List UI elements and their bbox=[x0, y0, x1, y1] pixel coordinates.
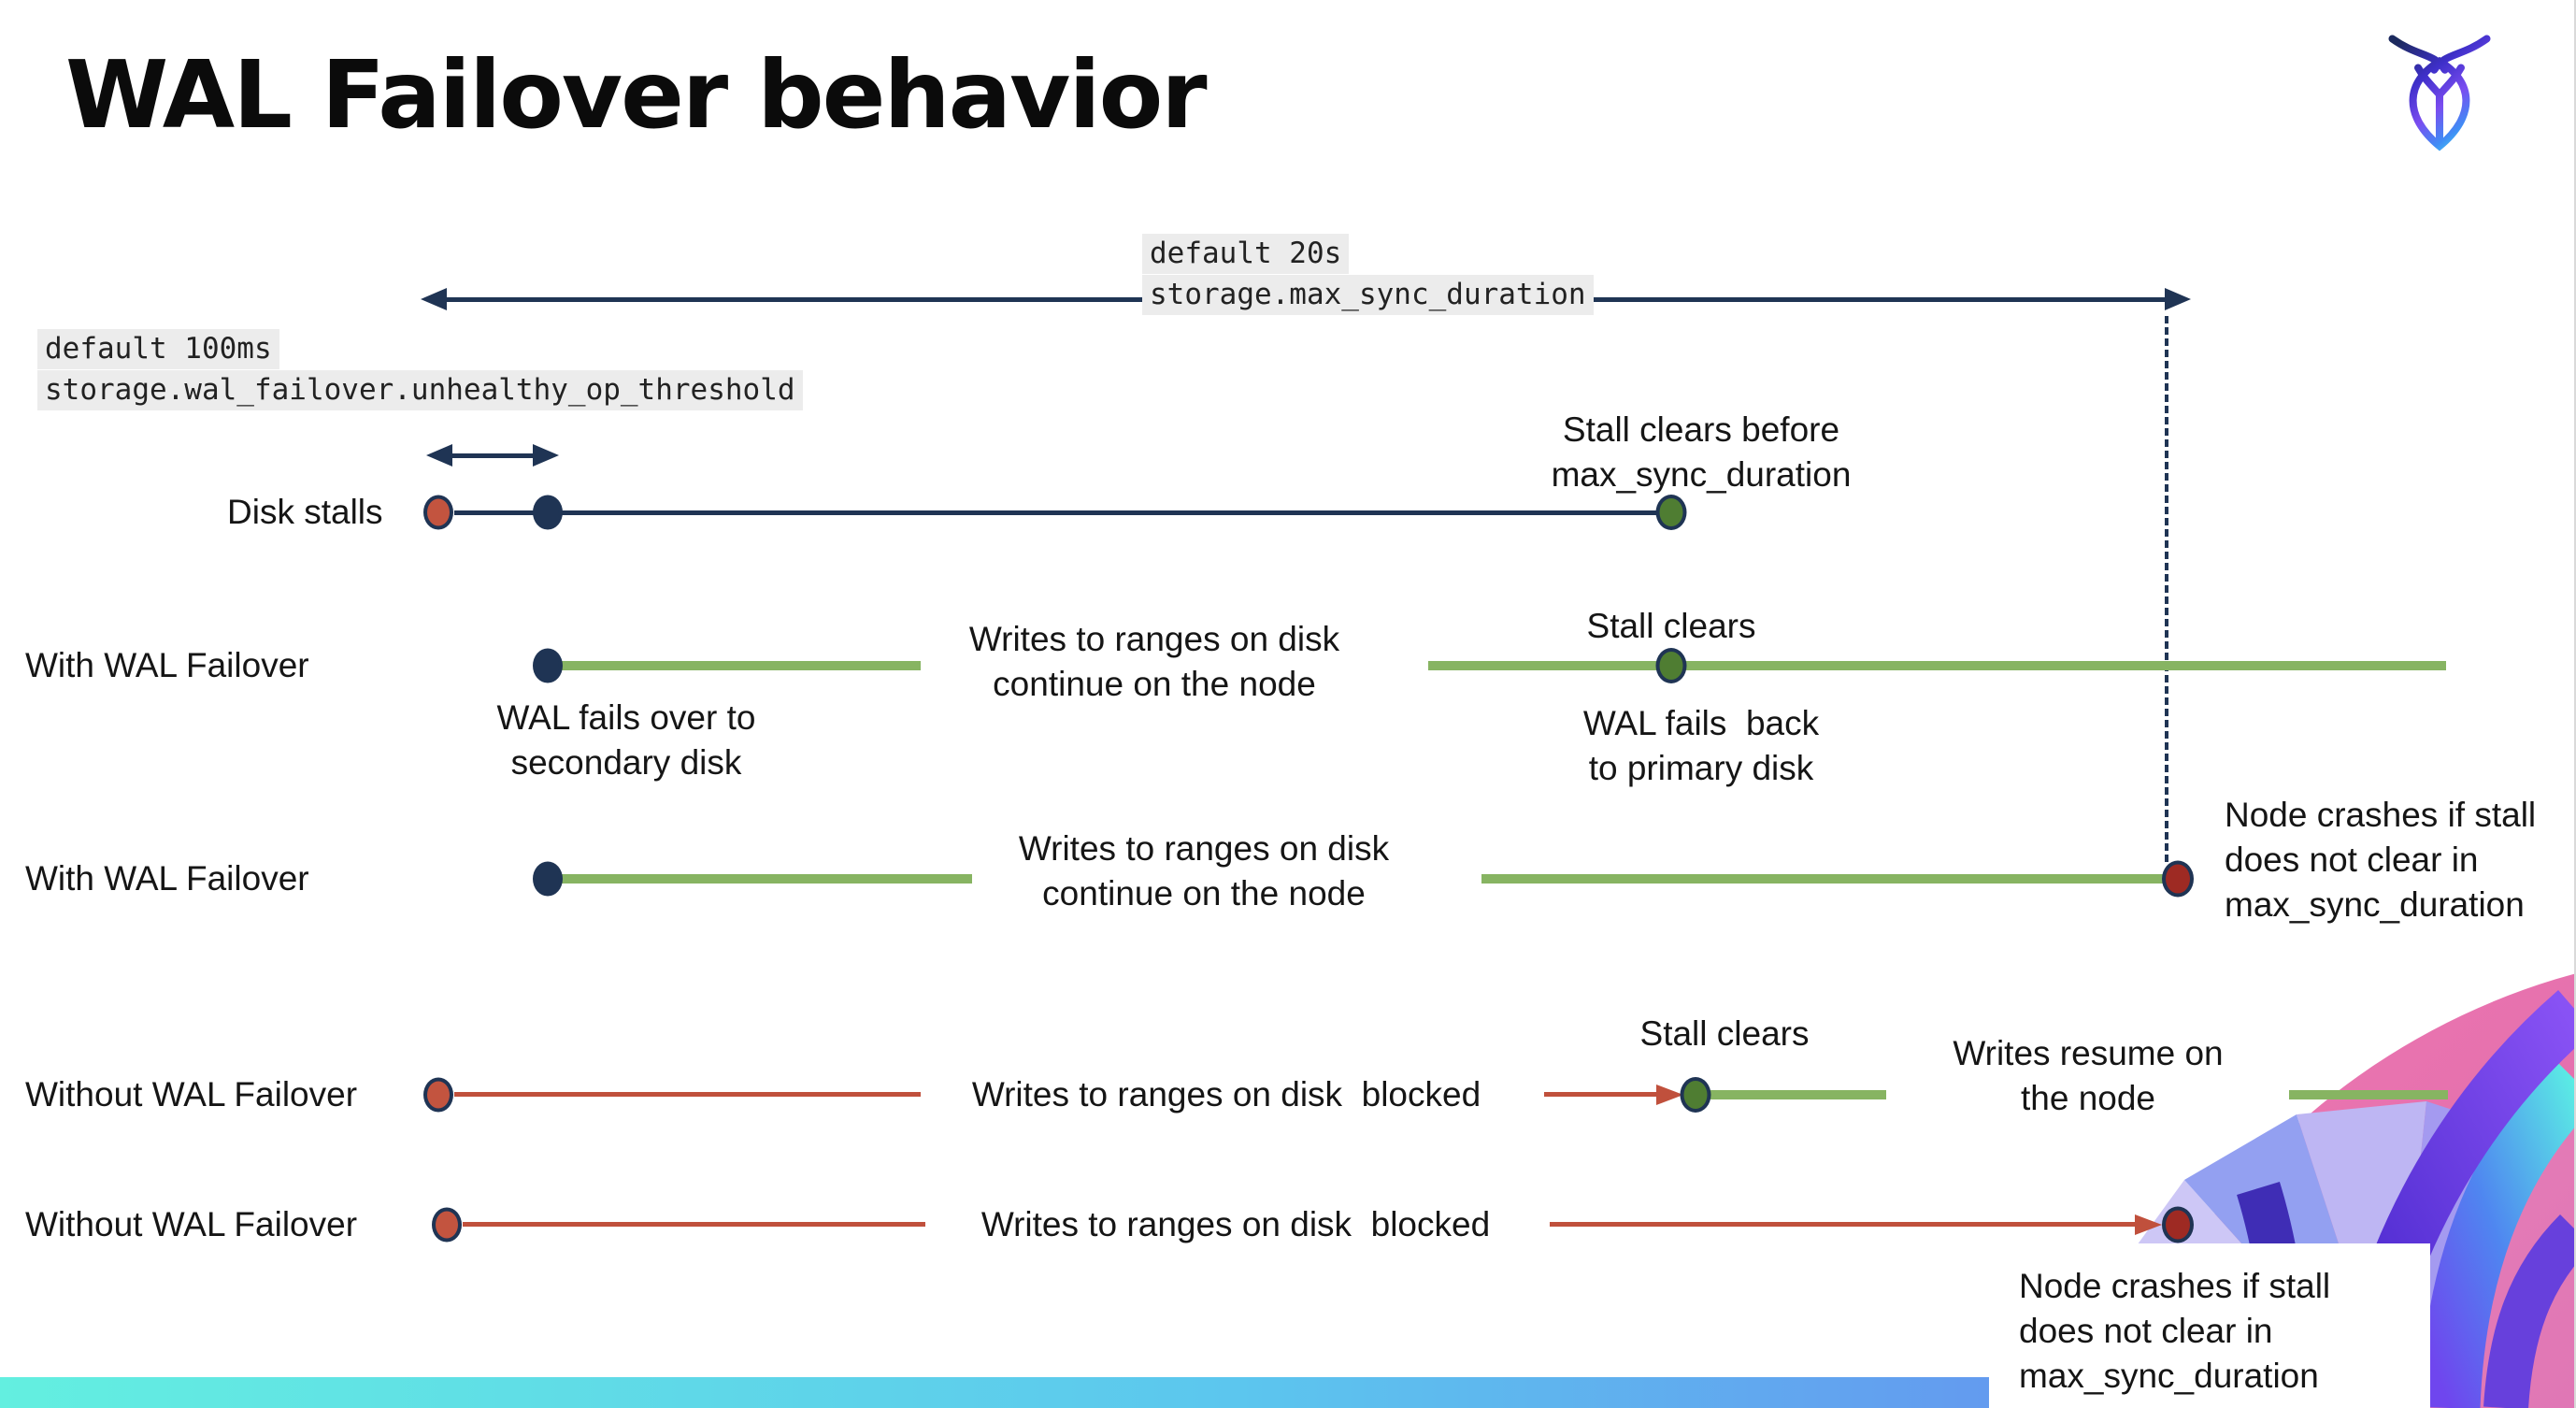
wal-failover-dot-1 bbox=[533, 648, 563, 683]
max-sync-setting-label: storage.max_sync_duration bbox=[1142, 275, 1594, 315]
stall-clears-label-2: Stall clears bbox=[1639, 1014, 1810, 1053]
row-label-without-wal-failover-2: Without WAL Failover bbox=[25, 1205, 358, 1243]
cockroachdb-logo-icon bbox=[2388, 35, 2491, 151]
writes-blocked-line-2b bbox=[1550, 1222, 2137, 1227]
node-crash-dot-2 bbox=[2162, 1206, 2194, 1243]
row-label-with-wal-failover-1: With WAL Failover bbox=[25, 646, 309, 684]
writes-blocked-line-2a bbox=[463, 1222, 925, 1227]
wal-failover-dot-2 bbox=[533, 861, 563, 897]
unhealthy-op-setting-label: storage.wal_failover.unhealthy_op_thresh… bbox=[37, 370, 803, 410]
stall-clears-dot-2 bbox=[1655, 648, 1687, 683]
unhealthy-op-default-label: default 100ms bbox=[37, 329, 279, 369]
writes-continue-label-2: Writes to ranges on disk continue on the… bbox=[1018, 829, 1390, 912]
writes-blocked-line-1a bbox=[454, 1092, 921, 1097]
writes-continue-line-2a bbox=[561, 874, 972, 884]
node-crashes-callout-box bbox=[1989, 1243, 2430, 1408]
node-crash-dot-1 bbox=[2162, 860, 2194, 898]
writes-resume-line-1b bbox=[2289, 1090, 2448, 1099]
blocked-arrowhead-2-icon bbox=[2135, 1214, 2162, 1235]
writes-continue-label-1: Writes to ranges on disk continue on the… bbox=[968, 620, 1340, 703]
unhealthy-op-default-badge: default 100ms bbox=[37, 329, 279, 369]
writes-resume-line-1a bbox=[1710, 1090, 1886, 1099]
stall-clears-label-1: Stall clears bbox=[1586, 607, 1756, 645]
writes-continue-line-2b bbox=[1481, 874, 2168, 884]
max-sync-deadline-dashed-line bbox=[2165, 316, 2168, 862]
failover-threshold-dot bbox=[533, 495, 563, 530]
writes-continue-line-1a bbox=[561, 661, 921, 670]
writes-continue-line-1b bbox=[1428, 661, 2446, 670]
unhealthy-op-setting-badge: storage.wal_failover.unhealthy_op_thresh… bbox=[37, 370, 803, 410]
stall-start-dot-3 bbox=[432, 1207, 462, 1243]
wal-fails-over-label: WAL fails over to secondary disk bbox=[496, 698, 756, 782]
node-crashes-label-2: Node crashes if stall does not clear in … bbox=[2019, 1267, 2331, 1395]
unhealthy-op-span-line bbox=[447, 453, 537, 458]
stall-clears-dot-3 bbox=[1680, 1077, 1711, 1113]
writes-blocked-line-1b bbox=[1544, 1092, 1658, 1097]
wal-fails-back-label: WAL fails back to primary disk bbox=[1582, 704, 1820, 787]
page-title: WAL Failover behavior bbox=[65, 40, 1208, 150]
disk-stall-line bbox=[454, 510, 1658, 515]
writes-resume-label: Writes resume on the node bbox=[1953, 1034, 2224, 1117]
row-label-disk-stalls: Disk stalls bbox=[227, 493, 383, 531]
max-sync-arrowhead-right-icon bbox=[2165, 288, 2191, 310]
blocked-arrowhead-1-icon bbox=[1656, 1085, 1683, 1105]
stall-clears-before-label: Stall clears before max_sync_duration bbox=[1551, 410, 1852, 494]
writes-blocked-label-2: Writes to ranges on disk blocked bbox=[980, 1205, 1491, 1243]
node-crashes-label-1: Node crashes if stall does not clear in … bbox=[2225, 796, 2537, 924]
stall-start-dot bbox=[423, 495, 453, 530]
max-sync-arrowhead-left-icon bbox=[421, 288, 447, 310]
max-sync-default-badge: default 20s bbox=[1142, 234, 1350, 274]
stall-clears-dot bbox=[1655, 495, 1687, 530]
stall-start-dot-2 bbox=[423, 1077, 453, 1113]
unhealthy-op-arrowhead-left-icon bbox=[426, 444, 452, 467]
max-sync-setting-badge: storage.max_sync_duration bbox=[1142, 275, 1594, 315]
row-label-without-wal-failover-1: Without WAL Failover bbox=[25, 1075, 358, 1113]
max-sync-default-label: default 20s bbox=[1142, 234, 1350, 274]
unhealthy-op-arrowhead-right-icon bbox=[533, 444, 559, 467]
row-label-with-wal-failover-2: With WAL Failover bbox=[25, 859, 309, 898]
writes-blocked-label-1: Writes to ranges on disk blocked bbox=[971, 1075, 1481, 1113]
